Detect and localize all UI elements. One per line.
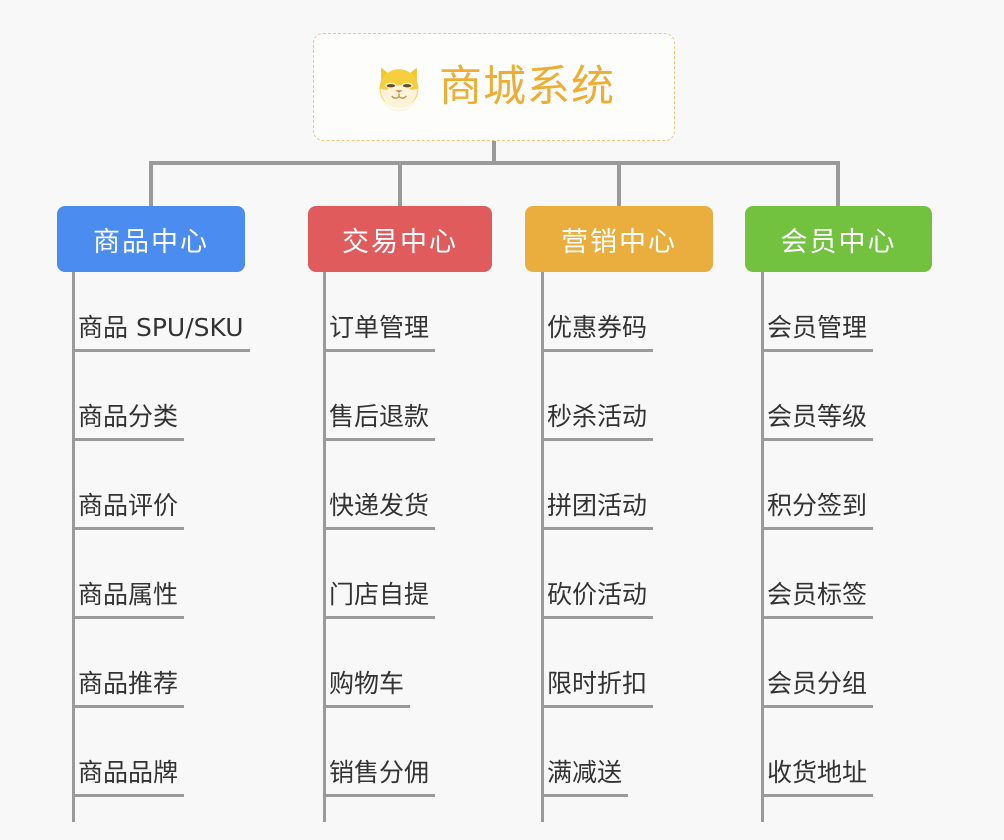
category-box-2[interactable]: 交易中心 xyxy=(308,206,492,272)
leaf-label: 商品推荐 xyxy=(72,669,185,708)
connector-drop-3 xyxy=(617,161,621,208)
leaf-label: 会员等级 xyxy=(761,402,874,441)
leaf-label: 门店自提 xyxy=(323,580,436,619)
leaf-item[interactable]: 会员标签 xyxy=(761,573,874,619)
connector-drop-1 xyxy=(149,161,153,208)
leaf-label: 商品 SPU/SKU xyxy=(72,313,250,352)
root-title: 商城系统 xyxy=(439,61,615,112)
root-node[interactable]: 商城系统 xyxy=(313,33,675,141)
leaf-item[interactable]: 拼团活动 xyxy=(541,484,654,530)
leaf-label: 商品品牌 xyxy=(72,758,185,797)
leaf-label: 快递发货 xyxy=(323,491,436,530)
leaf-item[interactable]: 砍价活动 xyxy=(541,573,654,619)
category-label-4: 会员中心 xyxy=(780,226,897,258)
leaf-item[interactable]: 秒杀活动 xyxy=(541,395,654,441)
column-spine-4 xyxy=(761,272,764,822)
leaf-label: 订单管理 xyxy=(323,313,436,352)
leaf-item[interactable]: 积分签到 xyxy=(761,484,874,530)
leaf-item[interactable]: 商品评价 xyxy=(72,484,185,530)
leaf-label: 限时折扣 xyxy=(541,669,654,708)
category-label-1: 商品中心 xyxy=(93,226,209,258)
leaf-label: 商品属性 xyxy=(72,580,185,619)
leaf-item[interactable]: 会员管理 xyxy=(761,306,874,352)
leaf-item[interactable]: 快递发货 xyxy=(323,484,436,530)
leaf-item[interactable]: 限时折扣 xyxy=(541,662,654,708)
leaf-item[interactable]: 商品属性 xyxy=(72,573,185,619)
leaf-label: 商品分类 xyxy=(72,402,185,441)
leaf-item[interactable]: 门店自提 xyxy=(323,573,436,619)
leaf-item[interactable]: 优惠券码 xyxy=(541,306,654,352)
leaf-item[interactable]: 商品品牌 xyxy=(72,751,185,797)
leaf-label: 销售分佣 xyxy=(323,758,436,797)
leaf-label: 会员管理 xyxy=(761,313,874,352)
column-spine-3 xyxy=(541,272,544,822)
connector-drop-4 xyxy=(836,161,840,208)
leaf-label: 积分签到 xyxy=(761,491,874,530)
leaf-label: 优惠券码 xyxy=(541,313,654,352)
leaf-label: 砍价活动 xyxy=(541,580,654,619)
leaf-item[interactable]: 订单管理 xyxy=(323,306,436,352)
leaf-label: 满减送 xyxy=(541,758,629,797)
category-box-4[interactable]: 会员中心 xyxy=(745,206,932,272)
column-spine-1 xyxy=(72,272,75,822)
category-box-3[interactable]: 营销中心 xyxy=(525,206,713,272)
connector-bus xyxy=(149,161,839,165)
column-spine-2 xyxy=(323,272,326,822)
leaf-label: 收货地址 xyxy=(761,758,874,797)
leaf-item[interactable]: 商品推荐 xyxy=(72,662,185,708)
leaf-label: 商品评价 xyxy=(72,491,185,530)
connector-root-stem xyxy=(492,141,496,163)
leaf-item[interactable]: 商品 SPU/SKU xyxy=(72,306,250,352)
leaf-item[interactable]: 满减送 xyxy=(541,751,629,797)
leaf-item[interactable]: 商品分类 xyxy=(72,395,185,441)
shiba-dog-face-icon xyxy=(373,61,425,113)
category-label-3: 营销中心 xyxy=(561,226,677,258)
leaf-item[interactable]: 会员分组 xyxy=(761,662,874,708)
category-box-1[interactable]: 商品中心 xyxy=(57,206,245,272)
leaf-label: 购物车 xyxy=(323,669,411,708)
leaf-label: 会员分组 xyxy=(761,669,874,708)
leaf-label: 会员标签 xyxy=(761,580,874,619)
leaf-item[interactable]: 售后退款 xyxy=(323,395,436,441)
leaf-item[interactable]: 会员等级 xyxy=(761,395,874,441)
leaf-item[interactable]: 收货地址 xyxy=(761,751,874,797)
connector-drop-2 xyxy=(398,161,402,208)
leaf-item[interactable]: 购物车 xyxy=(323,662,411,708)
leaf-label: 拼团活动 xyxy=(541,491,654,530)
category-label-2: 交易中心 xyxy=(342,226,458,258)
leaf-label: 秒杀活动 xyxy=(541,402,654,441)
leaf-label: 售后退款 xyxy=(323,402,436,441)
leaf-item[interactable]: 销售分佣 xyxy=(323,751,436,797)
